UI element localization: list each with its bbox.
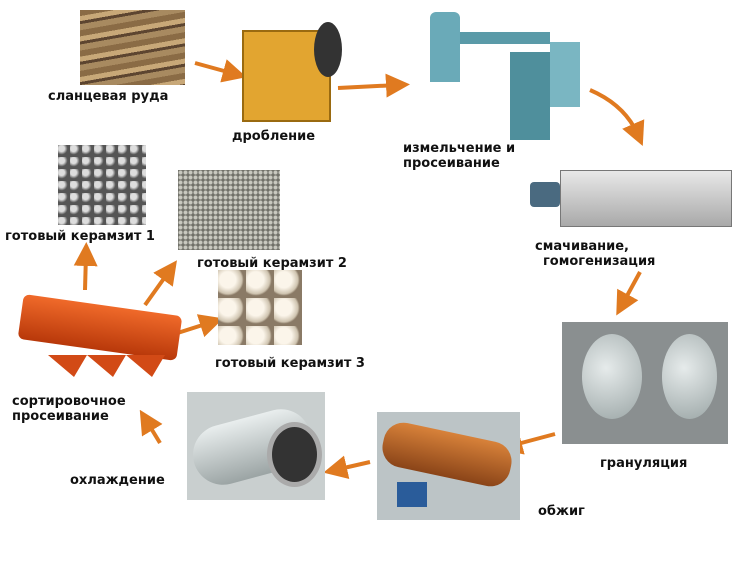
label-product2: готовый керамзит 2 [197,256,347,271]
arrow-screener-to-product1 [73,242,98,291]
arrow-kiln-to-cooler [323,455,371,480]
product3-image [218,270,302,345]
label-wetting-line2: гомогенизация [543,254,656,269]
label-grinding-line1: измельчение и [403,141,516,156]
crusher-image [242,22,342,122]
label-sorting-line1: сортировочное [12,394,126,409]
arrow-crusher-to-mill [337,73,410,98]
label-granulation: грануляция [600,456,688,471]
arrow-shale-to-crusher [194,59,247,83]
kiln-image [377,412,520,520]
cooler-image [186,392,325,500]
label-firing: обжиг [538,504,585,519]
granulator-image [562,322,728,444]
label-wetting: смачивание, гомогенизация [535,239,655,269]
product2-image [178,170,280,250]
label-product1: готовый керамзит 1 [5,229,155,244]
label-grinding: измельчение и просеивание [403,141,515,171]
label-grinding-line2: просеивание [403,156,500,171]
arrow-screener-to-product2 [143,260,177,307]
shale-ore-image [80,10,185,85]
label-crushing: дробление [232,129,316,144]
label-sorting-line2: просеивание [12,409,109,424]
mixer-image [530,160,748,235]
arrow-mill-to-mixer [589,88,645,147]
label-cooling: охлаждение [70,473,165,488]
label-sorting: сортировочное просеивание [12,394,126,424]
screener-image [10,294,185,392]
arrow-cooler-to-screener [139,409,163,445]
label-product3: готовый керамзит 3 [215,356,365,371]
label-shale: сланцевая руда [48,89,169,104]
mill-image [420,12,590,140]
product1-image [58,145,146,225]
label-wetting-line1: смачивание, [535,239,629,254]
arrow-mixer-to-granulator [616,271,642,316]
